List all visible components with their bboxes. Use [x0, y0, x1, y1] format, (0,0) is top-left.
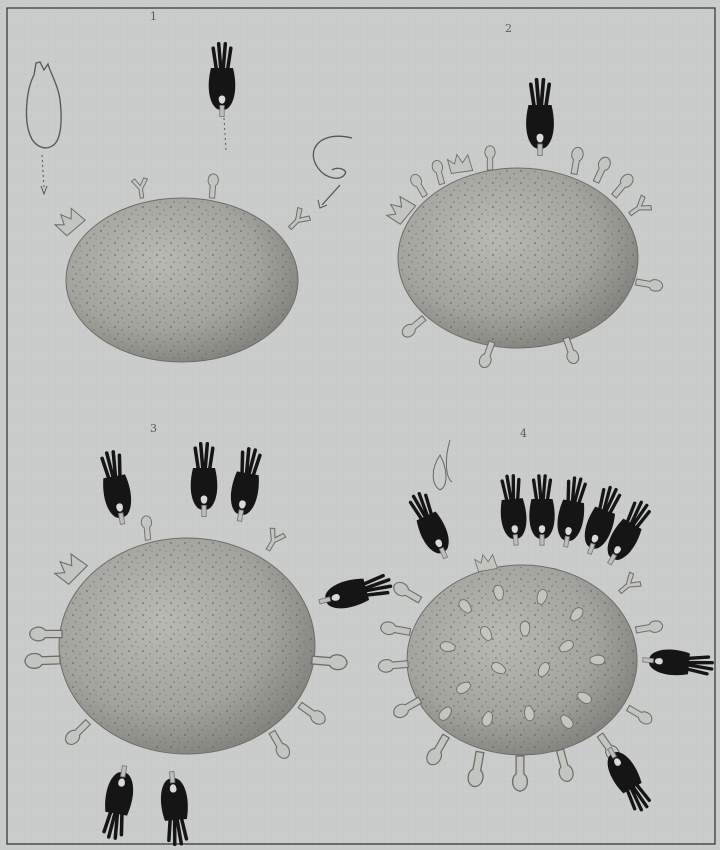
panel-label: 4: [520, 427, 527, 440]
panel-label: 2: [505, 22, 512, 35]
panel-label: 3: [150, 422, 157, 435]
panel-label: 1: [150, 10, 157, 23]
